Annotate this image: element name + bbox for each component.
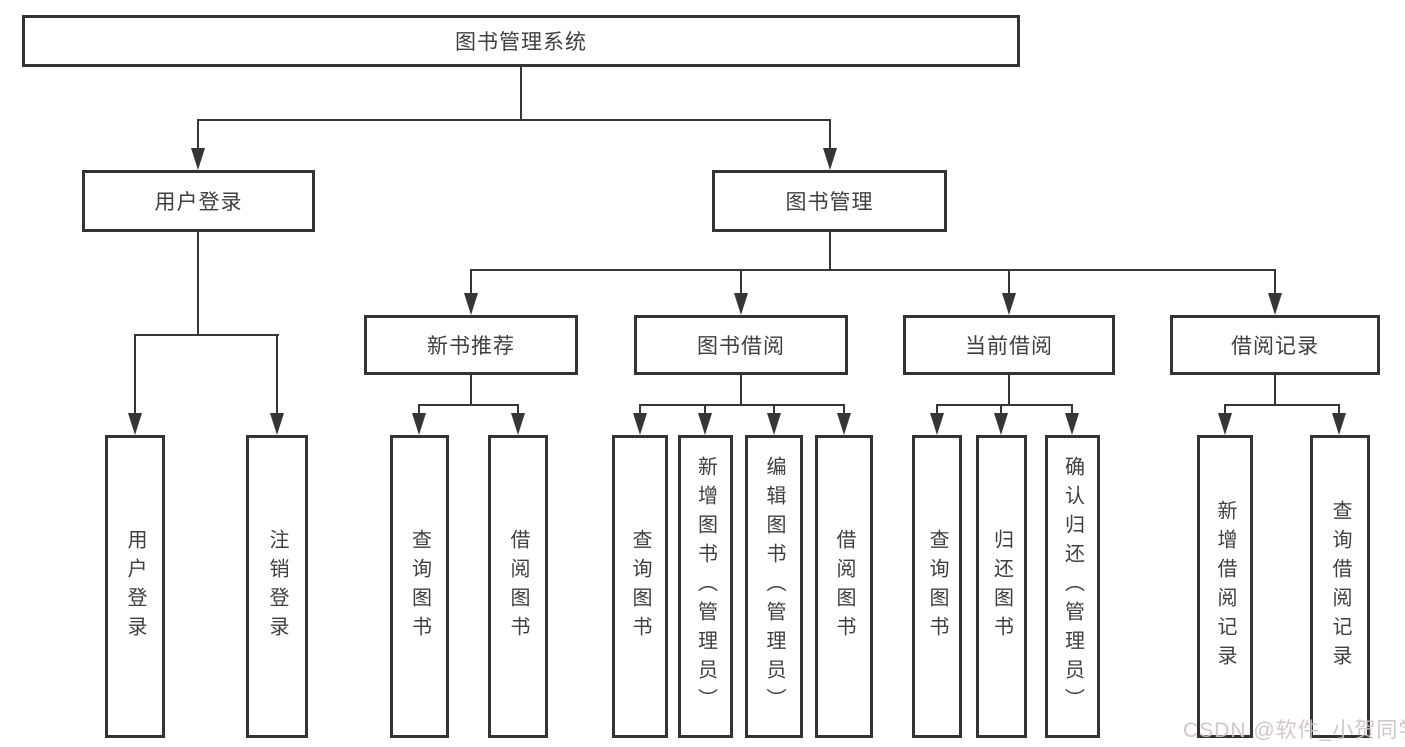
arrow-down-icon <box>270 413 284 435</box>
connector-line <box>740 375 742 406</box>
arrow-down-icon <box>837 413 851 435</box>
connector-line <box>1274 375 1276 406</box>
arrow-down-icon <box>633 413 647 435</box>
watermark: CSDN @软件_小贺同学 <box>1183 719 1405 742</box>
connector-line <box>829 119 831 152</box>
leaf-add-borrow-record: 新增借阅记录 <box>1197 435 1253 738</box>
connector-line <box>829 232 831 271</box>
node-book-management-label: 图书管理 <box>785 191 874 214</box>
connector-line <box>704 404 706 415</box>
leaf-borrow-books-2-label: 借阅图书 <box>833 528 855 645</box>
node-user-login: 用户登录 <box>82 170 315 232</box>
connector-line <box>1338 404 1340 415</box>
node-current-borrow-label: 当前借阅 <box>965 335 1053 358</box>
leaf-borrow-books-2: 借阅图书 <box>815 435 873 738</box>
leaf-query-borrow-record: 查询借阅记录 <box>1310 435 1370 738</box>
node-new-book-recommend-label: 新书推荐 <box>427 335 515 358</box>
node-book-borrow: 图书借阅 <box>634 315 848 375</box>
connector-line <box>470 269 472 296</box>
node-book-borrow-label: 图书借阅 <box>697 335 785 358</box>
node-current-borrow: 当前借阅 <box>903 315 1115 375</box>
arrow-down-icon <box>128 413 142 435</box>
connector-line <box>1224 404 1226 415</box>
leaf-user-login-label: 用户登录 <box>124 528 146 645</box>
arrow-down-icon <box>823 148 837 170</box>
node-book-management: 图书管理 <box>712 170 947 232</box>
arrow-down-icon <box>1065 413 1079 435</box>
connector-line <box>134 334 136 415</box>
connector-line <box>197 119 831 121</box>
leaf-edit-books-admin: 编辑图书（管理员） <box>745 435 803 738</box>
arrow-down-icon <box>698 413 712 435</box>
arrow-down-icon <box>1268 293 1282 315</box>
connector-line <box>936 404 938 415</box>
connector-line <box>639 404 641 415</box>
leaf-query-books-2: 查询图书 <box>612 435 668 738</box>
arrow-down-icon <box>1218 413 1232 435</box>
leaf-query-books-1-label: 查询图书 <box>408 528 431 645</box>
arrow-down-icon <box>464 293 478 315</box>
node-user-login-label: 用户登录 <box>154 191 243 214</box>
arrow-down-icon <box>994 413 1008 435</box>
leaf-confirm-return-admin: 确认归还（管理员） <box>1045 435 1100 738</box>
connector-line <box>197 232 199 336</box>
leaf-edit-books-admin-label: 编辑图书（管理员） <box>763 456 785 717</box>
connector-line <box>517 404 519 415</box>
connector-line <box>936 404 1073 406</box>
leaf-add-books-admin-label: 新增图书（管理员） <box>694 456 717 717</box>
connector-line <box>134 334 279 336</box>
node-root: 图书管理系统 <box>22 15 1020 67</box>
leaf-return-books: 归还图书 <box>976 435 1027 738</box>
leaf-confirm-return-admin-label: 确认归还（管理员） <box>1061 456 1084 717</box>
connector-line <box>639 404 845 406</box>
connector-line <box>773 404 775 415</box>
connector-line <box>197 119 199 152</box>
leaf-add-books-admin: 新增图书（管理员） <box>678 435 733 738</box>
arrow-down-icon <box>930 413 944 435</box>
arrow-down-icon <box>1002 293 1016 315</box>
connector-line <box>1008 269 1010 296</box>
leaf-return-books-label: 归还图书 <box>990 528 1013 645</box>
connector-line <box>1000 404 1002 415</box>
arrow-down-icon <box>767 413 781 435</box>
connector-line <box>1071 404 1073 415</box>
leaf-logout: 注销登录 <box>246 435 308 738</box>
arrow-down-icon <box>1332 413 1346 435</box>
leaf-query-books-1: 查询图书 <box>390 435 449 738</box>
connector-line <box>418 404 519 406</box>
connector-line <box>740 269 742 296</box>
leaf-borrow-books-1: 借阅图书 <box>488 435 548 738</box>
node-borrow-records: 借阅记录 <box>1170 315 1380 375</box>
connector-line <box>1224 404 1340 406</box>
connector-line <box>418 404 420 415</box>
connector-line <box>1274 269 1276 296</box>
leaf-query-books-2-label: 查询图书 <box>629 528 651 645</box>
leaf-add-borrow-record-label: 新增借阅记录 <box>1214 499 1236 674</box>
connector-line <box>843 404 845 415</box>
leaf-query-books-3: 查询图书 <box>912 435 962 738</box>
node-borrow-records-label: 借阅记录 <box>1231 335 1319 358</box>
connector-line <box>1008 375 1010 406</box>
connector-line <box>470 375 472 406</box>
leaf-query-books-3-label: 查询图书 <box>926 528 948 645</box>
leaf-query-borrow-record-label: 查询借阅记录 <box>1329 499 1351 674</box>
leaf-logout-label: 注销登录 <box>266 528 288 645</box>
node-new-book-recommend: 新书推荐 <box>364 315 578 375</box>
connector-line <box>470 269 1276 271</box>
connector-line <box>276 334 278 415</box>
arrow-down-icon <box>412 413 426 435</box>
arrow-down-icon <box>734 293 748 315</box>
connector-line <box>520 67 522 121</box>
arrow-down-icon <box>191 148 205 170</box>
arrow-down-icon <box>511 413 525 435</box>
node-root-label: 图书管理系统 <box>455 31 587 54</box>
leaf-user-login: 用户登录 <box>105 435 165 738</box>
leaf-borrow-books-1-label: 借阅图书 <box>507 528 529 645</box>
